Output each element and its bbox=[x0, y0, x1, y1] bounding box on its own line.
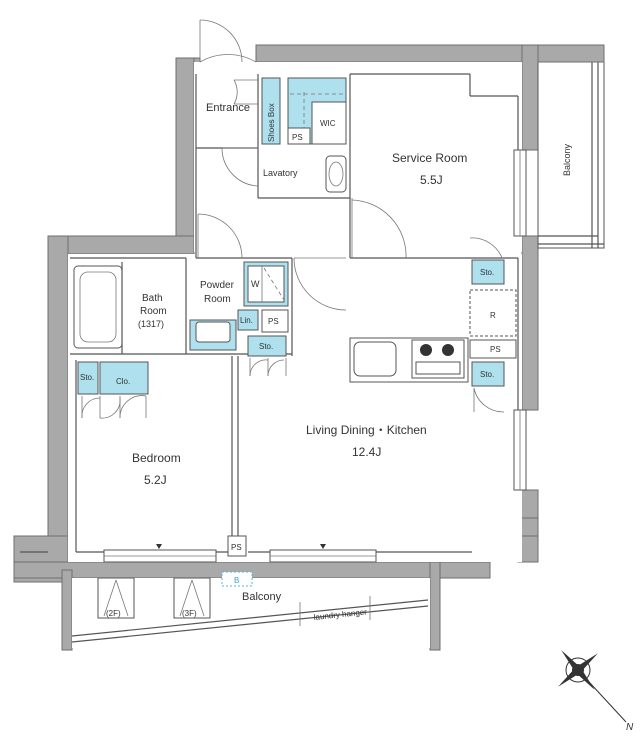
label-refrigerator: R bbox=[490, 311, 496, 320]
label-sto-kitchen: Sto. bbox=[480, 370, 494, 379]
storage-bedroom bbox=[77, 361, 99, 395]
label-sto-powder: Sto. bbox=[259, 342, 273, 351]
sink bbox=[353, 341, 397, 377]
label-3f: (3F) bbox=[182, 609, 197, 618]
windows bbox=[103, 149, 527, 563]
hatch-2f bbox=[97, 577, 135, 619]
label-north: N bbox=[626, 722, 634, 733]
label-service-room: Service Room bbox=[392, 151, 467, 165]
label-lavatory: Lavatory bbox=[263, 168, 298, 178]
ps-box-2 bbox=[261, 309, 289, 333]
label-balcony-side: Balcony bbox=[562, 143, 572, 176]
label-ldk-size: 12.4J bbox=[352, 445, 381, 459]
ps-box-1 bbox=[287, 127, 311, 145]
label-entrance: Entrance bbox=[206, 102, 250, 114]
label-powder-room-1: Powder bbox=[200, 280, 235, 291]
side-balcony bbox=[537, 44, 605, 249]
ps-box-kitchen bbox=[469, 339, 517, 359]
fixtures bbox=[71, 77, 517, 643]
label-bedroom: Bedroom bbox=[132, 451, 181, 465]
label-2f: (2F) bbox=[106, 609, 121, 618]
bathtub bbox=[73, 265, 123, 349]
floor-areas bbox=[68, 62, 522, 648]
compass-icon: N bbox=[558, 650, 634, 733]
label-bath-2: Room bbox=[140, 306, 167, 317]
label-ps-2: PS bbox=[268, 317, 279, 326]
label-wic: WIC bbox=[320, 119, 336, 128]
b-box bbox=[221, 571, 253, 587]
label-balcony: Balcony bbox=[242, 591, 282, 603]
ps-box-bottom bbox=[227, 535, 247, 557]
room-labels: Entrance Shoes Box PS WIC Lavatory Servi… bbox=[80, 102, 572, 622]
doors bbox=[81, 19, 505, 419]
label-ps-kitchen: PS bbox=[490, 345, 501, 354]
storage-powder bbox=[247, 335, 287, 357]
label-bedroom-size: 5.2J bbox=[144, 473, 167, 487]
hatch-3f bbox=[173, 577, 211, 619]
closet bbox=[99, 361, 149, 395]
label-service-room-size: 5.5J bbox=[420, 173, 443, 187]
label-ldk: Living Dining・Kitchen bbox=[306, 423, 427, 437]
label-sto-service: Sto. bbox=[480, 268, 494, 277]
label-sto-bedroom: Sto. bbox=[80, 373, 94, 382]
shoes-box bbox=[261, 77, 281, 145]
storage-service bbox=[471, 259, 505, 285]
label-powder-room-2: Room bbox=[204, 294, 231, 305]
label-b-mark: B bbox=[234, 576, 239, 585]
label-lin: Lin. bbox=[240, 316, 253, 325]
label-ps-bottom: PS bbox=[231, 543, 242, 552]
label-shoes-box: Shoes Box bbox=[267, 103, 276, 142]
refrigerator bbox=[469, 289, 517, 337]
label-bath-1: Bath bbox=[142, 293, 163, 304]
storage-kitchen bbox=[471, 361, 505, 387]
label-ps-1: PS bbox=[292, 133, 303, 142]
linen-box bbox=[237, 309, 259, 331]
label-bath-3: (1317) bbox=[138, 319, 164, 329]
label-washer: W bbox=[251, 279, 260, 289]
label-closet: Clo. bbox=[116, 377, 130, 386]
